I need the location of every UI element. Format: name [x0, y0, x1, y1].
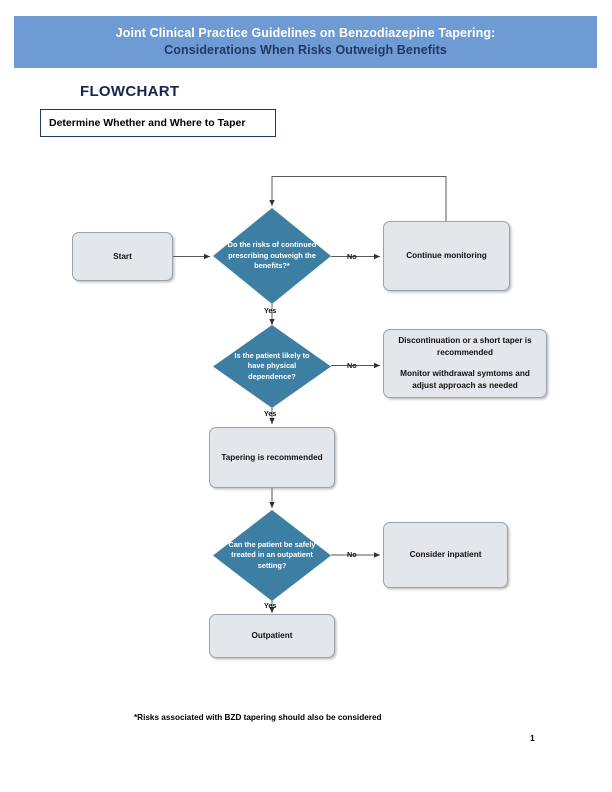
node-continue-monitoring[interactable]: Continue monitoring [383, 221, 510, 291]
page-number: 1 [530, 733, 535, 743]
node-decision-dependence-label: Is the patient likely to have physical d… [234, 350, 310, 381]
node-short-taper-label: Discontinuation or a short taper is reco… [398, 336, 532, 357]
edge-label-outpatient-yes: Yes [264, 601, 277, 610]
node-tapering-recommended-label: Tapering is recommended [221, 452, 323, 462]
node-start[interactable]: Start [72, 232, 173, 281]
node-tapering-recommended[interactable]: Tapering is recommended [209, 427, 335, 488]
node-decision-outpatient-label: Can the patient be safely treated in an … [228, 539, 316, 570]
node-decision-dependence[interactable]: Is the patient likely to have physical d… [213, 325, 331, 408]
edge-label-dependence-yes: Yes [264, 409, 277, 418]
node-outpatient-label: Outpatient [251, 631, 293, 640]
subtitle-box: Determine Whether and Where to Taper [40, 109, 276, 137]
node-decision-outpatient[interactable]: Can the patient be safely treated in an … [213, 510, 331, 601]
subtitle-label: Determine Whether and Where to Taper [49, 117, 246, 129]
node-consider-inpatient-label: Consider inpatient [409, 550, 482, 559]
node-continue-monitoring-label: Continue monitoring [406, 251, 487, 260]
edge-label-risks-no: No [347, 252, 357, 261]
edge-label-dependence-no: No [347, 361, 357, 370]
header-title-line-2: Considerations When Risks Outweigh Benef… [164, 43, 447, 57]
header-title-line-1: Joint Clinical Practice Guidelines on Be… [115, 26, 496, 40]
node-start-label: Start [113, 251, 132, 261]
node-decision-risks[interactable]: Do the risks of continued prescribing ou… [213, 208, 331, 304]
node-consider-inpatient[interactable]: Consider inpatient [383, 522, 508, 588]
edge-label-risks-yes: Yes [264, 306, 277, 315]
node-short-taper[interactable]: Discontinuation or a short taper is reco… [383, 329, 547, 398]
header-banner: Joint Clinical Practice Guidelines on Be… [14, 16, 597, 68]
node-short-taper-secondary-label: Monitor withdrawal symtoms and adjust ap… [400, 369, 530, 390]
page-title: FLOWCHART [80, 83, 180, 100]
node-decision-risks-label: Do the risks of continued prescribing ou… [227, 240, 317, 271]
node-outpatient[interactable]: Outpatient [209, 614, 335, 658]
footnote: *Risks associated with BZD tapering shou… [134, 713, 382, 722]
edge-label-outpatient-no: No [347, 550, 357, 559]
